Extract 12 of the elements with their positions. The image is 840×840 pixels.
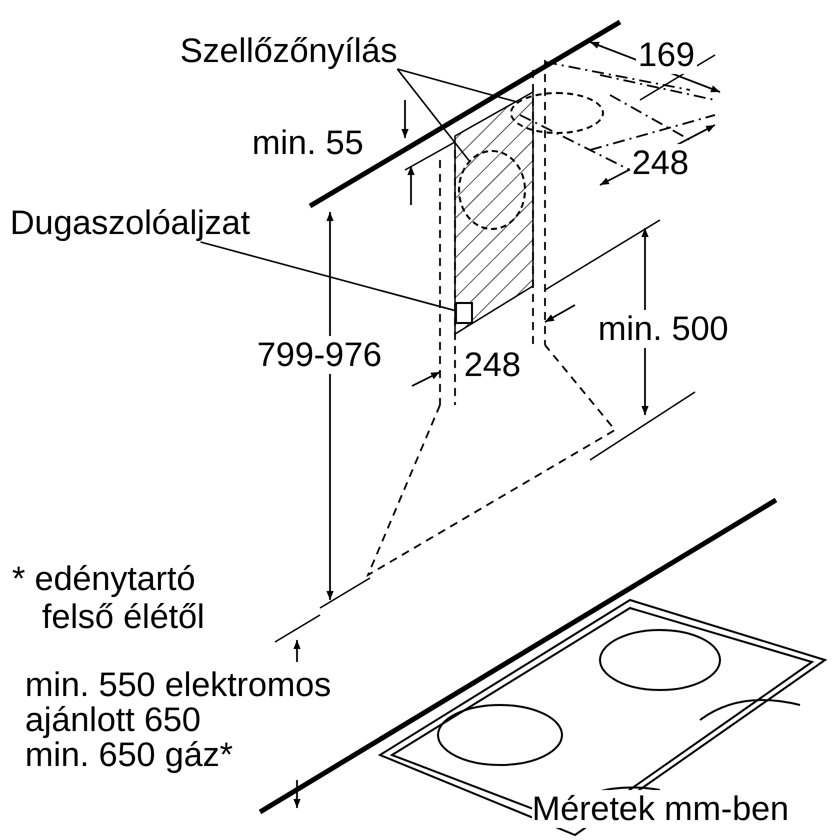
callout-label: Szellőzőnyílás [180,32,398,70]
leader-line [200,241,456,312]
note-text: ajánlott 650 [25,701,201,739]
vent-opening [458,150,526,230]
note-text: min. 550 elektromos [25,666,332,704]
vent-opening [510,92,604,134]
leader-line [396,68,470,162]
callout-label: Dugaszolóaljzat [10,204,250,242]
leader-line [397,68,518,103]
caption-text: Méretek mm-ben [532,790,789,828]
note-text: * edénytartó felső élétől [12,560,206,636]
socket-outline [455,302,473,324]
